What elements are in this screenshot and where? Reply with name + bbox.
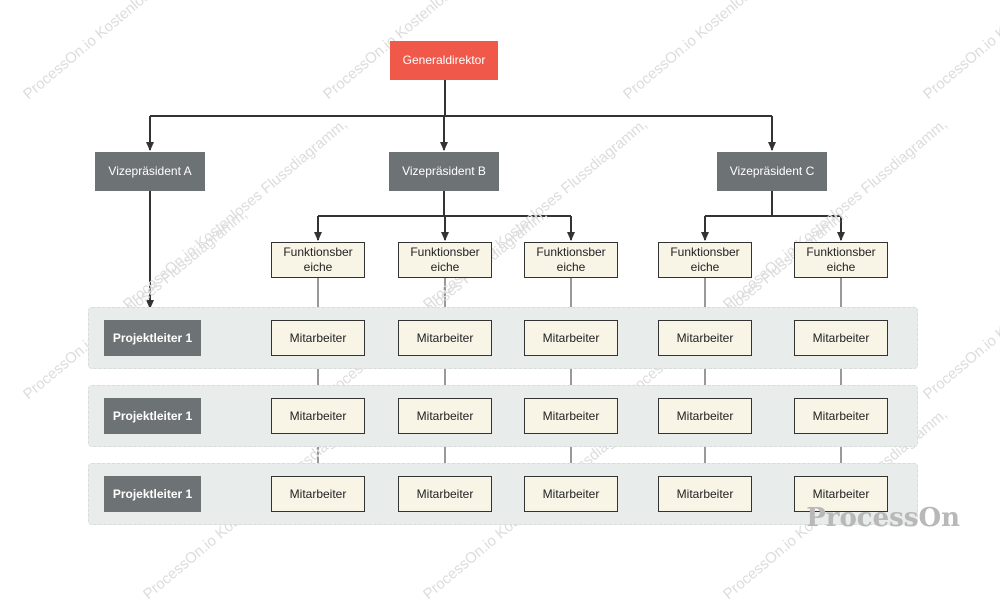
employee-box: Mitarbeiter <box>524 320 618 356</box>
department-label-line1: Funktionsber <box>670 245 740 259</box>
project-leader-1: Projektleiter 1 <box>104 320 201 356</box>
org-chart-canvas <box>146 80 845 477</box>
employee-box: Mitarbeiter <box>794 320 888 356</box>
department-label-line1: Funktionsber <box>283 245 353 259</box>
employee-box: Mitarbeiter <box>794 398 888 434</box>
department-label-line1: Funktionsber <box>410 245 480 259</box>
employee-box: Mitarbeiter <box>658 476 752 512</box>
department-label-line2: eiche <box>826 260 856 274</box>
project-leader-3: Projektleiter 1 <box>104 476 201 512</box>
project-band-3 <box>88 463 918 525</box>
department-label-line1: Funktionsber <box>536 245 606 259</box>
project-leader-2: Projektleiter 1 <box>104 398 201 434</box>
employee-box: Mitarbeiter <box>398 476 492 512</box>
employee-box: Mitarbeiter <box>271 398 365 434</box>
employee-box: Mitarbeiter <box>794 476 888 512</box>
director-box: Generaldirektor <box>390 41 498 80</box>
employee-box: Mitarbeiter <box>271 320 365 356</box>
employee-box: Mitarbeiter <box>271 476 365 512</box>
employee-box: Mitarbeiter <box>524 398 618 434</box>
department-label-line2: eiche <box>690 260 720 274</box>
employee-box: Mitarbeiter <box>524 476 618 512</box>
processon-logo: ProcessOn <box>806 503 960 533</box>
department-label-line1: Funktionsber <box>806 245 876 259</box>
employee-box: Mitarbeiter <box>658 320 752 356</box>
employee-box: Mitarbeiter <box>398 398 492 434</box>
employee-box: Mitarbeiter <box>398 320 492 356</box>
connectors <box>146 80 845 477</box>
department-label-line2: eiche <box>430 260 460 274</box>
vice-president-c: Vizepräsident C <box>717 152 827 191</box>
project-band-2 <box>88 385 918 447</box>
department-label-line2: eiche <box>556 260 586 274</box>
vice-president-a: Vizepräsident A <box>95 152 205 191</box>
project-band-1 <box>88 307 918 369</box>
employee-box: Mitarbeiter <box>658 398 752 434</box>
vice-president-b: Vizepräsident B <box>389 152 499 191</box>
department-label-line2: eiche <box>303 260 333 274</box>
